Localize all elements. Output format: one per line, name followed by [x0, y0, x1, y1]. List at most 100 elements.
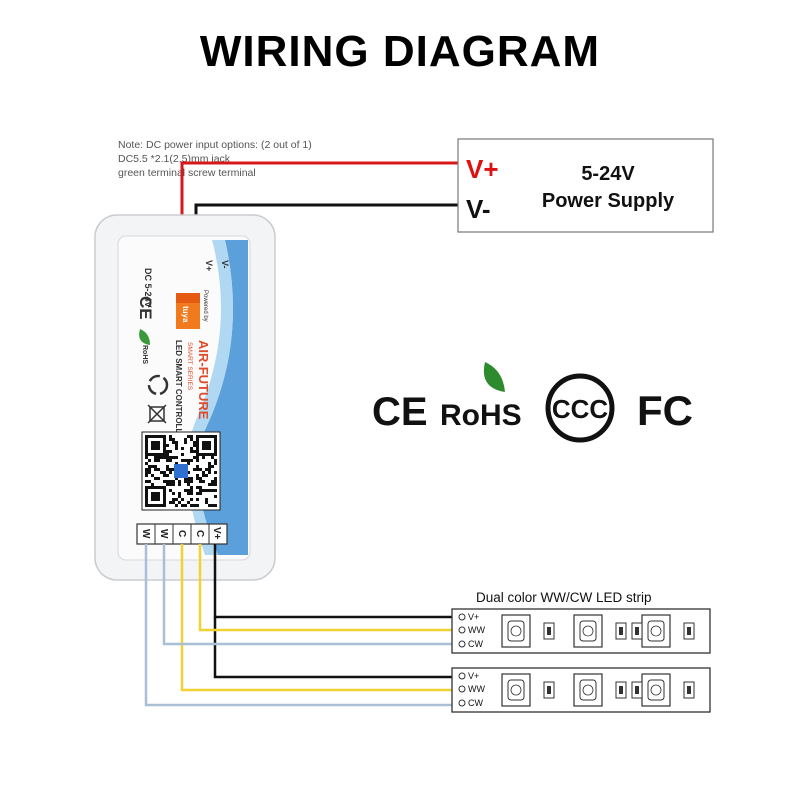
qr-cell	[205, 501, 208, 504]
qr-cell	[169, 450, 172, 453]
qr-cell	[214, 438, 217, 441]
controller-product: LED SMART CONTROLLER	[174, 340, 183, 445]
qr-cell	[163, 501, 166, 504]
qr-cell	[202, 441, 205, 444]
power-supply: V+ V- 5-24V Power Supply	[457, 138, 714, 233]
qr-cell	[211, 435, 214, 438]
qr-cell	[163, 456, 166, 459]
qr-cell	[205, 498, 208, 501]
strip-pin-ww: WW	[468, 625, 485, 635]
qr-cell	[190, 447, 193, 450]
qr-cell	[187, 477, 190, 480]
qr-cell	[199, 492, 202, 495]
qr-cell	[211, 456, 214, 459]
controller-brand: AIR-FUTURE	[196, 340, 211, 420]
qr-cell	[148, 453, 151, 456]
qr-cell	[157, 504, 160, 507]
qr-cell	[166, 474, 169, 477]
qr-code	[141, 431, 221, 511]
qr-cell	[145, 444, 148, 447]
qr-cell	[157, 459, 160, 462]
ccc-text: CCC	[552, 394, 609, 424]
qr-cell	[151, 483, 154, 486]
controller-input-pin-vplus: V+	[204, 260, 214, 271]
controller-rohs-mark: RoHS	[141, 345, 148, 364]
resistor-icon	[543, 681, 555, 699]
ce-certification-logo: CE	[372, 390, 428, 434]
qr-cell	[175, 447, 178, 450]
qr-cell	[145, 489, 148, 492]
qr-cell	[163, 495, 166, 498]
resistor-icon	[615, 681, 627, 699]
qr-cell	[196, 447, 199, 450]
qr-cell	[175, 444, 178, 447]
qr-cell	[202, 453, 205, 456]
qr-cell	[151, 444, 154, 447]
qr-cell	[202, 474, 205, 477]
qr-cell	[202, 435, 205, 438]
qr-cell	[151, 486, 154, 489]
qr-cell	[199, 468, 202, 471]
output-wires	[144, 544, 455, 707]
qr-cell	[157, 477, 160, 480]
qr-cell	[196, 504, 199, 507]
led-chip-icon	[573, 673, 603, 707]
qr-cell	[196, 468, 199, 471]
qr-cell	[184, 438, 187, 441]
qr-cell	[151, 465, 154, 468]
qr-cell	[157, 495, 160, 498]
led-chip-icon	[501, 614, 531, 648]
qr-cell	[166, 483, 169, 486]
qr-cell	[181, 504, 184, 507]
output-terminal-block: W W C C V+	[136, 523, 228, 545]
terminal-w-2: W	[158, 529, 169, 539]
qr-cell	[169, 468, 172, 471]
qr-cell	[178, 495, 181, 498]
qr-cell	[214, 483, 217, 486]
qr-cell	[196, 459, 199, 462]
qr-cell	[154, 459, 157, 462]
qr-cell	[208, 435, 211, 438]
qr-cell	[205, 474, 208, 477]
qr-cell	[160, 471, 163, 474]
qr-cell	[193, 468, 196, 471]
controller-input-pin-vminus: V-	[220, 260, 230, 269]
qr-cell	[175, 498, 178, 501]
qr-cell	[208, 468, 211, 471]
controller-light-swoosh	[187, 240, 234, 555]
qr-cell	[187, 471, 190, 474]
qr-cell	[169, 471, 172, 474]
qr-cell	[193, 456, 196, 459]
tuya-badge-top	[176, 293, 200, 303]
qr-cell	[190, 489, 193, 492]
qr-cell	[154, 453, 157, 456]
qr-cell	[145, 480, 148, 483]
qr-cell	[193, 504, 196, 507]
qr-cell	[172, 456, 175, 459]
strip-pad-ww	[458, 626, 466, 634]
power-supply-voltage: 5-24V	[581, 163, 635, 185]
qr-cell	[166, 450, 169, 453]
qr-cell	[208, 462, 211, 465]
qr-cell	[193, 450, 196, 453]
qr-cell	[145, 474, 148, 477]
qr-cell	[151, 447, 154, 450]
qr-cell	[154, 444, 157, 447]
qr-cell	[148, 435, 151, 438]
qr-cell	[163, 453, 166, 456]
qr-cell	[172, 438, 175, 441]
qr-cell	[205, 447, 208, 450]
power-supply-label: Power Supply	[542, 190, 675, 212]
qr-cell	[214, 504, 217, 507]
qr-cell	[178, 483, 181, 486]
qr-cell	[154, 477, 157, 480]
qr-cell	[145, 450, 148, 453]
qr-cell	[163, 447, 166, 450]
page-title: WIRING DIAGRAM	[200, 27, 600, 76]
qr-cell	[187, 435, 190, 438]
qr-cell	[184, 477, 187, 480]
qr-cell	[154, 447, 157, 450]
certification-logos: CE RoHS CCC FC	[372, 362, 693, 443]
qr-cell	[214, 444, 217, 447]
